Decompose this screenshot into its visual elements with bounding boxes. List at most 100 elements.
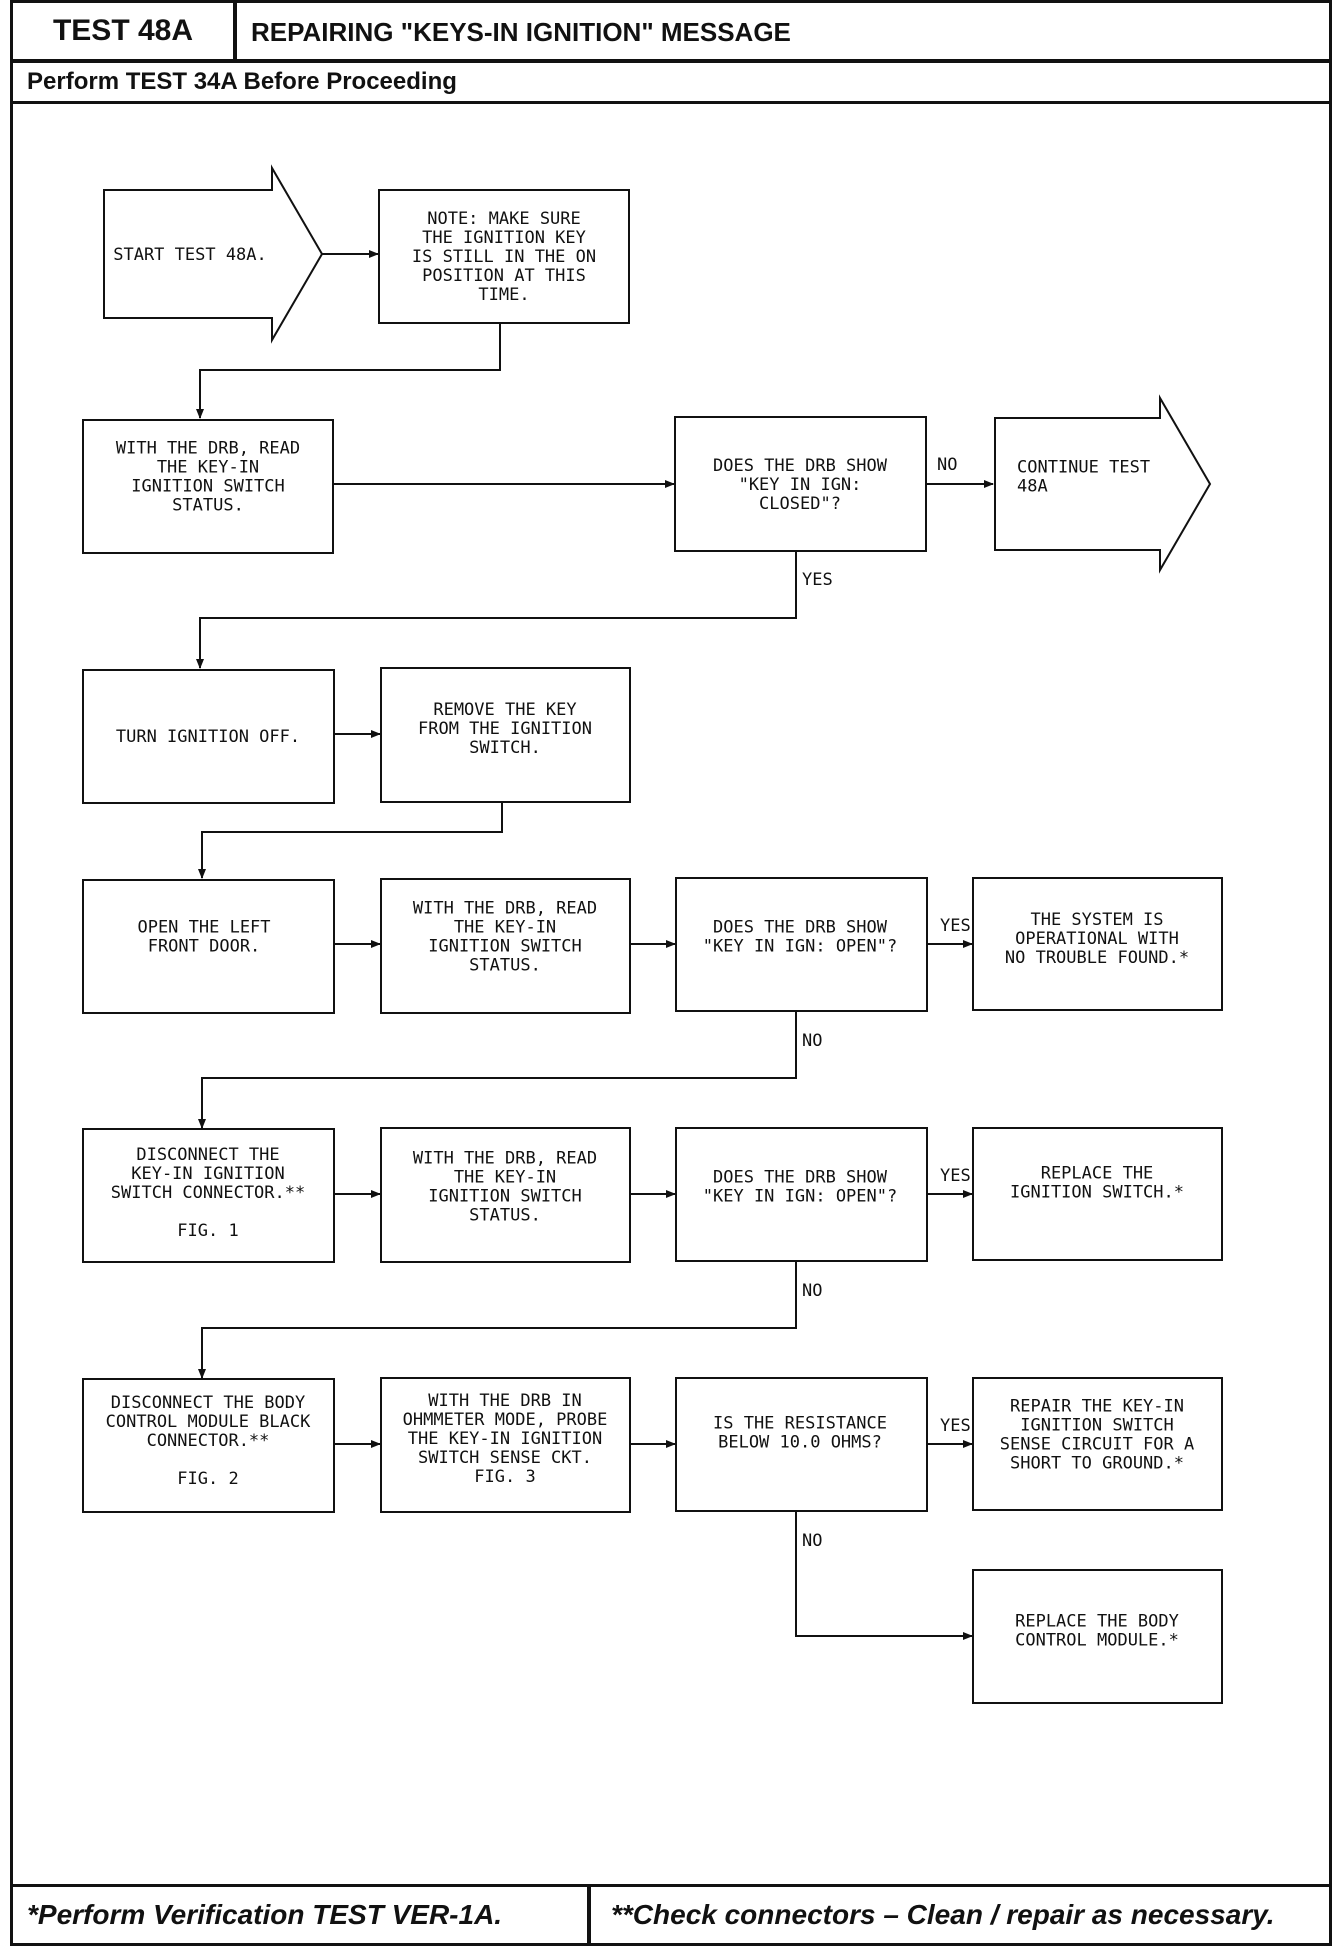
ohm-line: SWITCH SENSE CKT.	[418, 1448, 592, 1468]
label-yes-q4: YES	[940, 1416, 971, 1436]
continue-line: CONTINUE TEST	[1017, 458, 1150, 478]
read2-line: WITH THE DRB, READ	[413, 899, 597, 919]
continue-line: 48A	[1017, 477, 1048, 497]
footnote-verification: *Perform Verification TEST VER-1A.	[10, 1884, 590, 1946]
disc1-line: DISCONNECT THE	[136, 1145, 279, 1165]
ok-line: NO TROUBLE FOUND.*	[1005, 948, 1189, 968]
disc2-line: CONNECTOR.**	[147, 1431, 270, 1451]
node-q2-text: DOES THE DRB SHOW"KEY IN IGN: OPEN"?	[703, 918, 897, 957]
read3-line: WITH THE DRB, READ	[413, 1149, 597, 1169]
note-line: POSITION AT THIS	[422, 266, 586, 286]
label-yes-q1: YES	[802, 570, 833, 590]
label-yes-q2: YES	[940, 916, 971, 936]
ohm-line: WITH THE DRB IN	[428, 1391, 582, 1411]
node-q3: DOES THE DRB SHOW"KEY IN IGN: OPEN"?	[675, 1127, 928, 1262]
opendoor-line: OPEN THE LEFT	[137, 918, 270, 938]
replbcm-line: CONTROL MODULE.*	[1015, 1631, 1179, 1651]
prerequisite-note: Perform TEST 34A Before Proceeding	[10, 60, 1332, 104]
read3-line: STATUS.	[469, 1206, 541, 1226]
footnote-connectors: **Check connectors – Clean / repair as n…	[588, 1884, 1332, 1946]
arrow-note-read1	[196, 323, 501, 419]
note-line: THE IGNITION KEY	[422, 228, 586, 248]
label-yes-q3: YES	[940, 1166, 971, 1186]
repair-line: IGNITION SWITCH	[1020, 1416, 1174, 1436]
label-no-q1: NO	[937, 455, 957, 475]
repair-line: REPAIR THE KEY-IN	[1010, 1397, 1184, 1417]
arrow-q1-turnoff	[196, 551, 797, 669]
read1-line: WITH THE DRB, READ	[116, 439, 300, 459]
ok-line: OPERATIONAL WITH	[1015, 929, 1179, 949]
read1-line: THE KEY-IN	[157, 458, 259, 478]
ohm-line: THE KEY-IN IGNITION	[408, 1429, 602, 1449]
read2-line: STATUS.	[469, 956, 541, 976]
repair-line: SENSE CIRCUIT FOR A	[1000, 1435, 1194, 1455]
disc1-line: SWITCH CONNECTOR.**	[111, 1183, 305, 1203]
disc2-line: DISCONNECT THE BODY	[111, 1393, 305, 1413]
turnoff-line: TURN IGNITION OFF.	[116, 727, 300, 747]
label-no-q4: NO	[802, 1531, 822, 1551]
node-q1: DOES THE DRB SHOW"KEY IN IGN:CLOSED"?	[674, 416, 927, 552]
node-q1-text: DOES THE DRB SHOW"KEY IN IGN:CLOSED"?	[713, 456, 888, 514]
note-line: TIME.	[478, 285, 529, 305]
note-line: IS STILL IN THE ON	[412, 247, 596, 267]
node-q3-text: DOES THE DRB SHOW"KEY IN IGN: OPEN"?	[703, 1168, 897, 1207]
ok-line: THE SYSTEM IS	[1030, 910, 1163, 930]
read3-line: THE KEY-IN	[454, 1168, 556, 1188]
q2-line: DOES THE DRB SHOW	[713, 918, 888, 938]
node-start-text: START TEST 48A.	[113, 245, 267, 265]
read1-line: IGNITION SWITCH	[131, 477, 285, 497]
node-start: START TEST 48A.	[103, 164, 324, 344]
q3-line: DOES THE DRB SHOW	[713, 1168, 888, 1188]
node-q2: DOES THE DRB SHOW"KEY IN IGN: OPEN"?	[675, 877, 928, 1012]
q4-line: IS THE RESISTANCE	[713, 1414, 887, 1434]
q1-line: DOES THE DRB SHOW	[713, 456, 888, 476]
disc1-line: KEY-IN IGNITION	[131, 1164, 285, 1184]
arrow-q3-disc2	[198, 1261, 797, 1379]
replbcm-line: REPLACE THE BODY	[1015, 1612, 1179, 1632]
start-line: START TEST 48A.	[113, 245, 267, 265]
repair-line: SHORT TO GROUND.*	[1010, 1454, 1184, 1474]
remove-line: REMOVE THE KEY	[433, 700, 576, 720]
replsw-line: IGNITION SWITCH.*	[1010, 1183, 1184, 1203]
q1-line: CLOSED"?	[759, 494, 841, 514]
read1-line: STATUS.	[172, 496, 244, 516]
q1-line: "KEY IN IGN:	[739, 475, 862, 495]
arrow-remove-opendoor	[198, 802, 503, 879]
node-turnoff-text: TURN IGNITION OFF.	[116, 727, 300, 747]
disc1-line: FIG. 1	[177, 1221, 238, 1241]
label-no-q2: NO	[802, 1031, 822, 1051]
opendoor-line: FRONT DOOR.	[148, 937, 261, 957]
connectors	[196, 250, 994, 1640]
remove-line: SWITCH.	[469, 738, 541, 758]
q2-line: "KEY IN IGN: OPEN"?	[703, 937, 897, 957]
disc2-line: FIG. 2	[177, 1469, 238, 1489]
arrow-q4-replbcm	[795, 1511, 973, 1640]
remove-line: FROM THE IGNITION	[418, 719, 592, 739]
replsw-line: REPLACE THE	[1041, 1164, 1154, 1184]
